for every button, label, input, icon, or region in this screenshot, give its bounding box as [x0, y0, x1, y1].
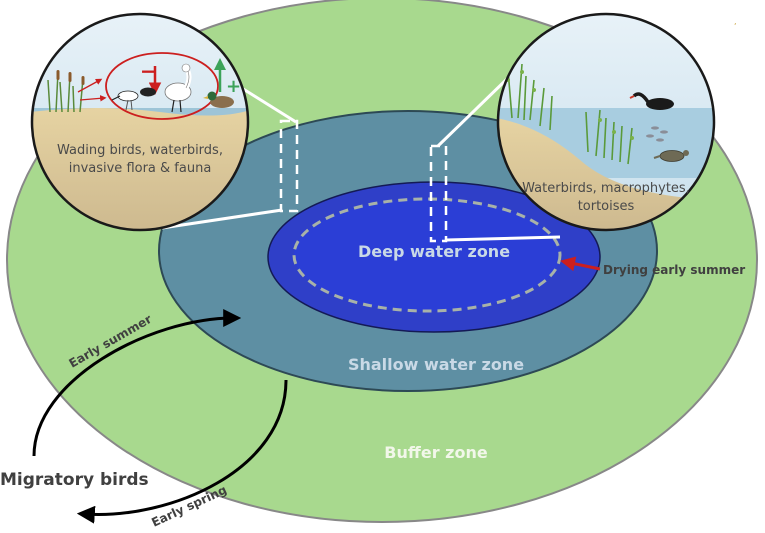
shallow-zone-label: Shallow water zone — [348, 355, 524, 374]
swan-icon — [629, 92, 674, 110]
left-callout-line2: invasive flora & fauna — [69, 161, 212, 176]
avocet-icon — [111, 90, 139, 111]
drying-label: Drying early summer — [603, 263, 745, 277]
migratory-birds-label: Migratory birds — [0, 470, 149, 490]
right-connector-bottom — [445, 235, 561, 242]
left-callout-line1: Wading birds, waterbirds, — [57, 143, 223, 158]
drying-arrow-icon — [560, 256, 601, 272]
tortoise-icon — [653, 150, 689, 162]
left-callout: − + — [30, 12, 250, 232]
duck-icon — [203, 91, 234, 108]
left-sample-area — [279, 119, 299, 213]
invasive-highlight — [105, 52, 219, 120]
right-callout-line1: Waterbirds, macrophytes, — [522, 181, 690, 196]
right-connector-top — [436, 76, 510, 148]
macrophytes-icon — [507, 63, 633, 165]
fish-icon — [646, 126, 668, 142]
early-summer-arrow — [32, 309, 242, 457]
left-connector-bottom — [161, 208, 283, 230]
minus-sign: − — [140, 59, 157, 83]
corner-mark: , — [734, 17, 737, 26]
deep-zone-label: Deep water zone — [358, 242, 510, 261]
egret-icon — [164, 63, 192, 113]
right-callout-line2: tortoises — [578, 199, 635, 214]
reeds-icon — [47, 71, 84, 113]
plus-sign: + — [226, 76, 241, 97]
early-spring-arrow — [76, 379, 288, 524]
deep-zone-inner — [292, 197, 562, 313]
buffer-zone-label: Buffer zone — [384, 443, 488, 462]
right-callout: Waterbirds, macrophytes, tortoises — [496, 12, 716, 232]
